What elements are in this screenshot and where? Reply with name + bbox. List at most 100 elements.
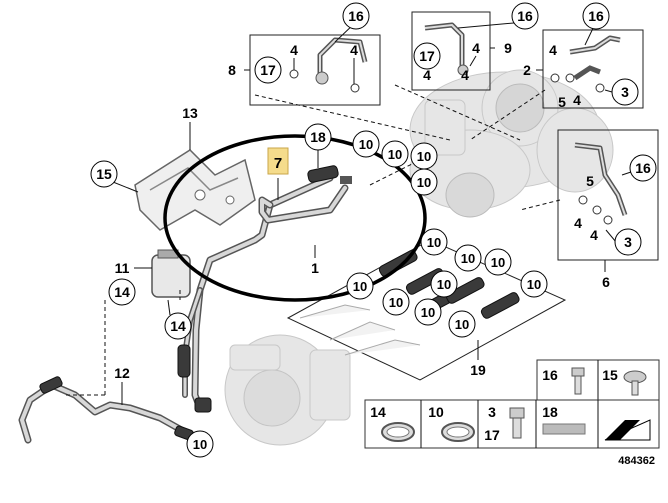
svg-text:10: 10 <box>389 295 403 310</box>
svg-text:18: 18 <box>542 404 558 420</box>
label-10-j: 10 <box>520 270 548 298</box>
parts-legend: 16 15 14 10 3 17 18 <box>364 359 660 449</box>
svg-text:10: 10 <box>353 279 367 294</box>
pump-housing-illustration <box>224 334 351 446</box>
label-4-h: 4 <box>590 227 598 243</box>
leader-lines <box>65 21 644 439</box>
svg-text:10: 10 <box>417 175 431 190</box>
svg-text:10: 10 <box>461 251 475 266</box>
svg-text:10: 10 <box>193 437 207 452</box>
label-4-c: 4 <box>472 40 480 56</box>
svg-text:7: 7 <box>274 155 282 172</box>
label-2: 2 <box>523 62 531 78</box>
label-10-h: 10 <box>346 272 374 300</box>
svg-text:18: 18 <box>310 129 326 145</box>
label-4-a: 4 <box>290 42 298 58</box>
label-10-b: 10 <box>381 140 409 168</box>
label-17-b: 17 <box>413 42 441 70</box>
coolant-pipe-part-1 <box>177 165 352 413</box>
svg-text:3: 3 <box>621 84 629 100</box>
label-10-e: 10 <box>420 228 448 256</box>
svg-text:10: 10 <box>437 277 451 292</box>
svg-text:16: 16 <box>635 160 651 176</box>
label-15: 15 <box>90 160 118 188</box>
svg-text:10: 10 <box>359 137 373 152</box>
svg-text:16: 16 <box>517 8 533 24</box>
svg-text:10: 10 <box>491 255 505 270</box>
label-10-a: 10 <box>352 130 380 158</box>
label-10-f: 10 <box>454 244 482 272</box>
svg-text:10: 10 <box>421 305 435 320</box>
label-10-d: 10 <box>410 168 438 196</box>
label-10-c: 10 <box>410 142 438 170</box>
svg-text:17: 17 <box>419 48 435 64</box>
label-19: 19 <box>470 362 486 378</box>
svg-text:17: 17 <box>260 62 276 78</box>
label-10-k: 10 <box>382 288 410 316</box>
label-1: 1 <box>311 260 319 276</box>
label-9: 9 <box>504 40 512 56</box>
legend-fitting-3-17: 3 17 <box>484 404 525 443</box>
detail-box-2 <box>542 29 644 109</box>
svg-text:10: 10 <box>455 317 469 332</box>
label-11: 11 <box>115 260 130 276</box>
label-3-a: 3 <box>611 78 639 106</box>
svg-text:10: 10 <box>388 147 402 162</box>
svg-text:15: 15 <box>96 166 112 182</box>
label-3-b: 3 <box>614 228 642 256</box>
legend-clamp-10: 10 <box>428 404 475 442</box>
label-10-l: 10 <box>414 298 442 326</box>
turbocharger-illustration <box>409 69 614 218</box>
label-4-g: 4 <box>574 215 582 231</box>
label-5-a: 5 <box>558 94 566 110</box>
svg-text:10: 10 <box>527 277 541 292</box>
svg-text:16: 16 <box>542 367 558 383</box>
coolant-pipe-part-12 <box>18 376 194 444</box>
svg-text:14: 14 <box>114 284 130 300</box>
label-5-b: 5 <box>586 173 594 189</box>
label-12: 12 <box>114 365 130 381</box>
label-10-m: 10 <box>448 310 476 338</box>
legend-pad-18: 18 <box>542 404 586 435</box>
label-17-a: 17 <box>254 56 282 84</box>
label-4-e: 4 <box>549 42 557 58</box>
label-13: 13 <box>182 105 198 121</box>
label-4-b: 4 <box>350 42 358 58</box>
label-14-a: 14 <box>108 278 136 306</box>
diagram-id: 484362 <box>618 455 655 467</box>
label-16-a: 16 <box>342 2 370 30</box>
label-18: 18 <box>304 123 332 151</box>
svg-text:15: 15 <box>602 367 618 383</box>
svg-text:10: 10 <box>417 149 431 164</box>
detail-box-9 <box>411 11 491 91</box>
label-10-g: 10 <box>484 248 512 276</box>
svg-text:10: 10 <box>427 235 441 250</box>
label-16-c: 16 <box>582 2 610 30</box>
expansion-tank-part-11 <box>151 249 191 298</box>
svg-text:10: 10 <box>428 404 444 420</box>
hose-dark-4 <box>445 277 485 304</box>
label-4-f: 4 <box>573 92 581 108</box>
label-14-b: 14 <box>164 312 192 340</box>
label-4-d: 4 <box>423 67 431 83</box>
svg-text:14: 14 <box>370 404 386 420</box>
svg-text:16: 16 <box>588 8 604 24</box>
svg-text:3: 3 <box>488 404 496 420</box>
hose-dark-5 <box>480 292 520 319</box>
part-labels: 16 16 16 16 17 17 3 3 15 18 14 14 10 10 … <box>90 2 657 458</box>
detail-box-6 <box>557 129 659 261</box>
label-16-b: 16 <box>511 2 539 30</box>
svg-text:17: 17 <box>484 427 500 443</box>
highlight-ellipse <box>163 134 427 302</box>
legend-arrow-symbol <box>604 419 651 441</box>
legend-bolt-16: 16 <box>542 367 585 395</box>
legend-clamp-14: 14 <box>370 404 415 442</box>
legend-bolt-15: 15 <box>602 367 647 396</box>
label-10-n: 10 <box>186 430 214 458</box>
svg-text:16: 16 <box>348 8 364 24</box>
svg-text:14: 14 <box>170 318 186 334</box>
label-16-d: 16 <box>629 154 657 182</box>
label-8: 8 <box>228 62 236 78</box>
label-10-i: 10 <box>430 270 458 298</box>
